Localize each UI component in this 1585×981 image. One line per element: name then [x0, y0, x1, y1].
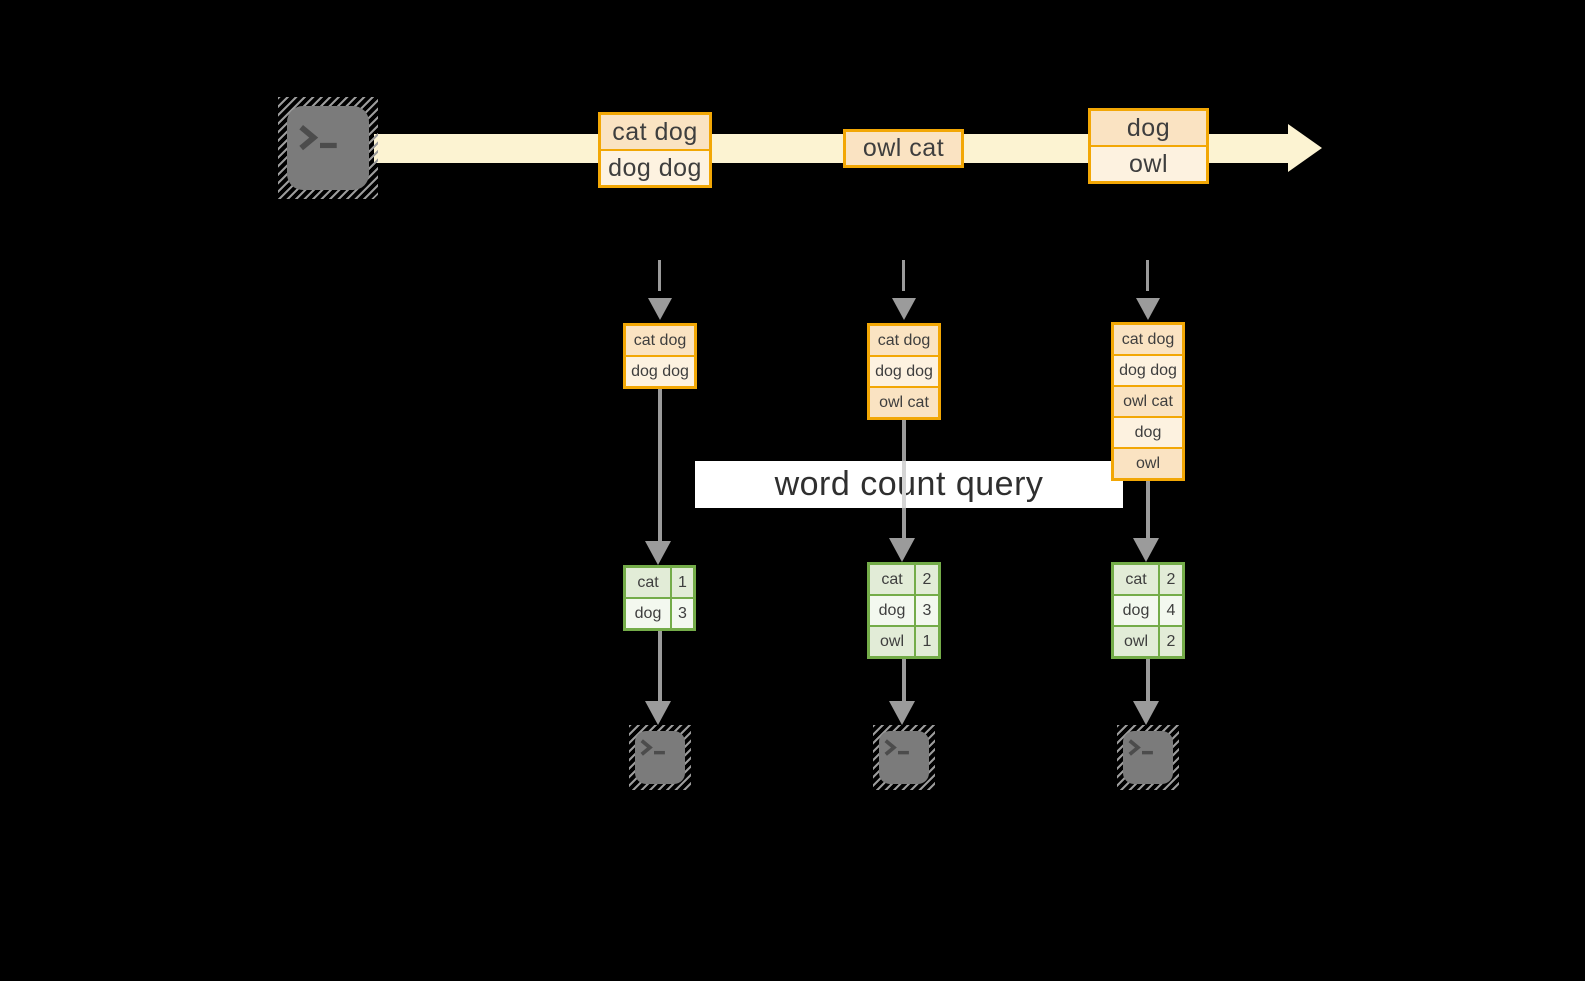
source-terminal-icon — [278, 97, 378, 199]
trigger-arrow-dash-1 — [658, 260, 661, 291]
state-record-text: dog dog — [1119, 361, 1177, 379]
word-count-table-2: cat 2 dog 3 owl 1 — [867, 562, 941, 659]
event-record-text: dog dog — [608, 153, 702, 182]
timeline-event-batch-3: dog owl — [1088, 108, 1209, 184]
state-record-text: dog — [1134, 423, 1162, 441]
sink-arrow-head-3 — [1133, 701, 1159, 725]
state-record: owl cat — [1114, 387, 1182, 416]
terminal-prompt-icon — [883, 738, 913, 757]
sink-arrow-head-1 — [645, 701, 671, 725]
count-row: cat 2 — [1114, 565, 1182, 594]
count-row: cat 2 — [870, 565, 938, 594]
count-value-cell: 3 — [672, 599, 693, 628]
count-value-cell: 1 — [916, 627, 938, 656]
query-arrow-line-2-overlay — [902, 461, 906, 508]
word-count-query-label-box: word count query — [695, 461, 1123, 508]
query-arrow-line-1 — [658, 389, 662, 541]
state-record: dog dog — [1114, 356, 1182, 385]
word-count-table-3: cat 2 dog 4 owl 2 — [1111, 562, 1185, 659]
event-record-text: cat dog — [612, 117, 698, 146]
sink-arrow-line-1 — [658, 631, 662, 701]
count-row: dog 4 — [1114, 596, 1182, 625]
event-record: owl — [1091, 147, 1206, 181]
count-word-cell: cat — [870, 565, 914, 594]
state-record: cat dog — [870, 326, 938, 355]
trigger-arrow-head-1 — [648, 298, 672, 320]
sink-arrow-head-2 — [889, 701, 915, 725]
trigger-arrow-head-2 — [892, 298, 916, 320]
word-count-query-label: word count query — [774, 465, 1044, 503]
word-count-table-1: cat 1 dog 3 — [623, 565, 696, 631]
query-arrow-line-3 — [1146, 481, 1150, 538]
count-row: cat 1 — [626, 568, 693, 597]
input-state-stack-2: cat dog dog dog owl cat — [867, 323, 941, 420]
event-record-text: owl cat — [862, 134, 945, 162]
count-value-cell: 2 — [1160, 627, 1182, 656]
sink-arrow-line-3 — [1146, 659, 1150, 701]
state-record: dog — [1114, 418, 1182, 447]
count-word-cell: owl — [870, 627, 914, 656]
timeline-event-batch-1: cat dog dog dog — [598, 112, 712, 188]
terminal-prompt-icon — [297, 123, 343, 152]
count-value-cell: 2 — [916, 565, 938, 594]
count-word-cell: dog — [870, 596, 914, 625]
state-record-text: cat dog — [633, 331, 687, 349]
terminal-prompt-icon — [639, 738, 669, 757]
state-record-text: dog dog — [631, 362, 689, 380]
state-record: dog dog — [870, 357, 938, 386]
count-word-cell: cat — [626, 568, 670, 597]
query-arrow-head-3 — [1133, 538, 1159, 562]
stream-timeline-arrow-head — [1288, 124, 1322, 172]
query-arrow-head-1 — [645, 541, 671, 565]
event-record: dog dog — [601, 151, 709, 185]
terminal-prompt-icon — [1127, 738, 1157, 757]
count-value-cell: 3 — [916, 596, 938, 625]
state-record-text: owl — [1135, 454, 1160, 472]
event-record: owl cat — [846, 132, 961, 165]
state-record-text: cat dog — [877, 331, 931, 349]
trigger-arrow-head-3 — [1136, 298, 1160, 320]
event-record: cat dog — [601, 115, 709, 149]
state-record-text: cat dog — [1121, 330, 1175, 348]
trigger-arrow-dash-2 — [902, 260, 905, 291]
count-word-cell: owl — [1114, 627, 1158, 656]
state-record: owl cat — [870, 388, 938, 417]
event-record: dog — [1091, 111, 1206, 145]
state-record-text: owl cat — [1123, 392, 1173, 410]
count-row: dog 3 — [626, 599, 693, 628]
sink-terminal-icon-3 — [1117, 725, 1179, 790]
state-record-text: owl cat — [879, 393, 929, 411]
state-record: owl — [1114, 449, 1182, 478]
state-record: dog dog — [626, 357, 694, 386]
count-row: owl 2 — [1114, 627, 1182, 656]
timeline-event-batch-2: owl cat — [843, 129, 964, 168]
input-state-stack-1: cat dog dog dog — [623, 323, 697, 389]
count-value-cell: 2 — [1160, 565, 1182, 594]
sink-terminal-icon-1 — [629, 725, 691, 790]
sink-terminal-icon-2 — [873, 725, 935, 790]
event-record-text: owl — [1128, 149, 1168, 178]
count-value-cell: 4 — [1160, 596, 1182, 625]
state-record: cat dog — [626, 326, 694, 355]
count-row: dog 3 — [870, 596, 938, 625]
event-record-text: dog — [1126, 113, 1171, 142]
count-row: owl 1 — [870, 627, 938, 656]
state-record-text: dog dog — [875, 362, 933, 380]
count-value-cell: 1 — [672, 568, 693, 597]
count-word-cell: cat — [1114, 565, 1158, 594]
count-word-cell: dog — [1114, 596, 1158, 625]
count-word-cell: dog — [626, 599, 670, 628]
sink-arrow-line-2 — [902, 659, 906, 701]
trigger-arrow-dash-3 — [1146, 260, 1149, 291]
query-arrow-head-2 — [889, 538, 915, 562]
input-state-stack-3: cat dog dog dog owl cat dog owl — [1111, 322, 1185, 481]
state-record: cat dog — [1114, 325, 1182, 354]
